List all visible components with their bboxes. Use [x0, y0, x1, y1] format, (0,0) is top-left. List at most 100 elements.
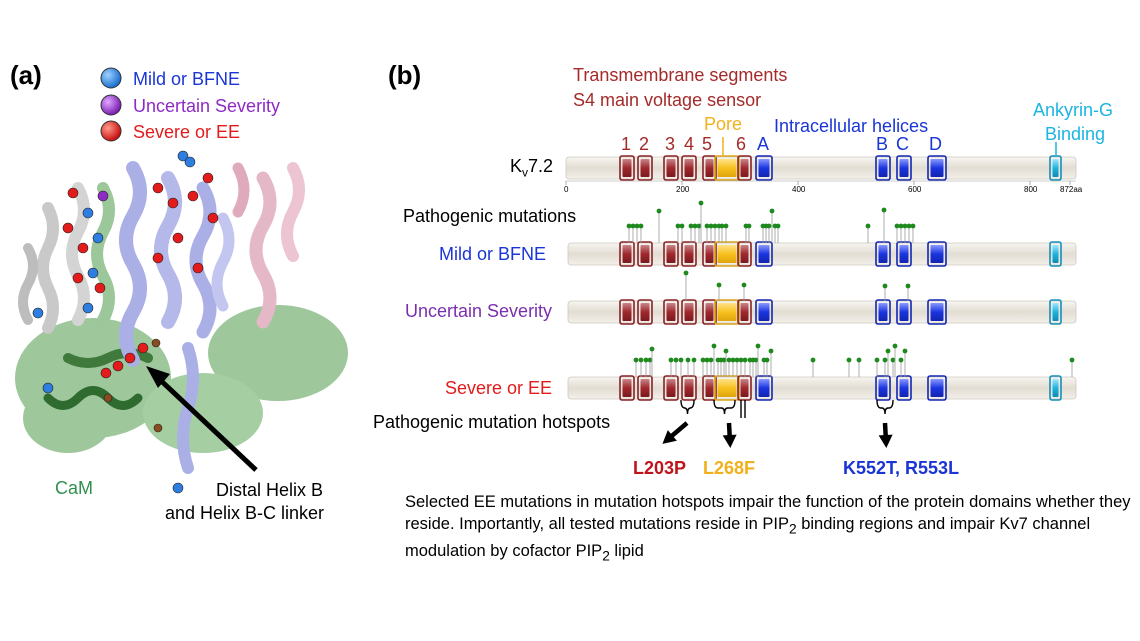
domain-outline-ankyrin — [1049, 375, 1062, 401]
domain-s3 — [666, 159, 676, 177]
domain-pore — [717, 159, 737, 177]
mutation-dot-mild-11 — [704, 223, 710, 229]
domain-outline-s3 — [663, 155, 679, 181]
mutation-dot-severe-13 — [711, 343, 717, 349]
mutation-dot-mild-16 — [723, 223, 729, 229]
mutation-dot-severe-3 — [647, 357, 653, 363]
domain-s2 — [640, 379, 650, 397]
domain-s6 — [740, 379, 749, 397]
mutation-dot-mild-5 — [675, 223, 681, 229]
domain-outline-helix-c — [896, 299, 912, 325]
domain-outline-pore — [714, 375, 740, 401]
domain-outline-s6 — [737, 299, 752, 325]
domain-helix-b — [878, 245, 888, 263]
domain-outline-s1 — [619, 299, 635, 325]
arrow-head-l203p — [662, 430, 677, 444]
mutation-dot-mild-9 — [696, 223, 702, 229]
helix-d-label: D — [929, 134, 942, 154]
domain-helix-d — [930, 245, 944, 263]
mutation-dot-mild-29 — [902, 223, 908, 229]
domain-s2 — [640, 303, 650, 321]
mutation-dot-mild-7 — [688, 223, 694, 229]
domain-s6 — [740, 303, 749, 321]
domain-s1 — [622, 245, 632, 263]
legend-severe-dot — [100, 120, 122, 142]
helix-b-arrow — [146, 366, 258, 472]
domain-outline-ankyrin — [1049, 241, 1062, 267]
domain-outline-s3 — [663, 299, 679, 325]
mutation-dot-mild-25 — [865, 223, 871, 229]
domain-outline-helix-d — [927, 241, 947, 267]
row-label-mild: Mild or BFNE — [439, 244, 547, 264]
axis-tick-0: 0 — [564, 185, 569, 194]
domain-helix-a — [758, 303, 770, 321]
domain-ankyrin — [1052, 379, 1059, 397]
legend-mild-label: Mild or BFNE — [133, 69, 241, 89]
domain-outline-s6 — [737, 155, 752, 181]
bracket-l203p — [680, 399, 695, 415]
mutation-dot-severe-34 — [882, 357, 888, 363]
mutation-dot-mild-24 — [775, 223, 781, 229]
panel-a-label: (a) — [10, 60, 42, 90]
ankyrin-label-line1: Ankyrin-G — [1033, 100, 1114, 120]
domain-helix-a — [758, 159, 770, 177]
domain-outline-s5 — [702, 241, 717, 267]
domain-outline-s4 — [681, 299, 697, 325]
arrow-head-l268f — [722, 434, 737, 448]
mutation-dot-uncertain-4 — [905, 283, 911, 289]
mutation-label-l203p: L203P — [633, 458, 687, 478]
domain-s6 — [740, 245, 749, 263]
mutation-dot-severe-31 — [846, 357, 852, 363]
mutation-dot-severe-28 — [764, 357, 770, 363]
domain-outline-helix-c — [896, 241, 912, 267]
mutation-dot-severe-38 — [898, 357, 904, 363]
helix-b-label: B — [876, 134, 889, 154]
mutation-dot-mild-4 — [656, 208, 662, 214]
domain-helix-c — [899, 159, 909, 177]
mutation-dot-mild-21 — [766, 223, 772, 229]
track-bar-mild — [567, 242, 1077, 266]
axis-tick-200: 200 — [676, 185, 690, 194]
mutation-dot-severe-30 — [810, 357, 816, 363]
domain-outline-helix-c — [896, 155, 912, 181]
helix-a-label: A — [757, 134, 770, 154]
row-label-severe: Severe or EE — [445, 378, 553, 398]
mutation-dot-severe-37 — [892, 343, 898, 349]
mutation-dot-severe-4 — [649, 346, 655, 352]
domain-pore — [717, 245, 737, 263]
legend-dots — [100, 67, 122, 142]
mutation-dot-severe-2 — [643, 357, 649, 363]
domain-s2 — [640, 245, 650, 263]
mutation-dot-severe-29 — [768, 348, 774, 354]
domain-s4 — [684, 245, 694, 263]
mutation-dot-mild-13 — [712, 223, 718, 229]
track-uncertain — [567, 299, 1077, 325]
domain-s4 — [684, 303, 694, 321]
mutation-dot-severe-33 — [874, 357, 880, 363]
domain-outline-s2 — [637, 299, 653, 325]
domain-outline-helix-b — [875, 299, 891, 325]
segment-2-label: 2 — [639, 134, 650, 154]
pore-label: Pore — [704, 114, 743, 134]
domain-outline-s6 — [737, 241, 752, 267]
mutation-dot-severe-19 — [730, 357, 736, 363]
domain-s5 — [705, 379, 714, 397]
domain-outline-helix-d — [927, 299, 947, 325]
domain-outline-s5 — [702, 375, 717, 401]
mutation-dot-uncertain-3 — [882, 283, 888, 289]
domain-helix-c — [899, 245, 909, 263]
kv7-structure-illustration — [15, 150, 348, 494]
domain-helix-b — [878, 379, 888, 397]
domain-helix-a — [758, 379, 770, 397]
domain-helix-b — [878, 303, 888, 321]
hotspots-title: Pathogenic mutation hotspots — [373, 412, 611, 432]
domain-outline-s5 — [702, 155, 717, 181]
domain-outline-helix-b — [875, 375, 891, 401]
legend-uncertain-dot — [100, 94, 122, 116]
helix-c-label: C — [896, 134, 909, 154]
mutation-dot-severe-40 — [1069, 357, 1075, 363]
mutation-dot-severe-17 — [723, 348, 729, 354]
mutation-dot-mild-6 — [679, 223, 685, 229]
mutation-dot-severe-0 — [633, 357, 639, 363]
domain-helix-d — [930, 159, 944, 177]
